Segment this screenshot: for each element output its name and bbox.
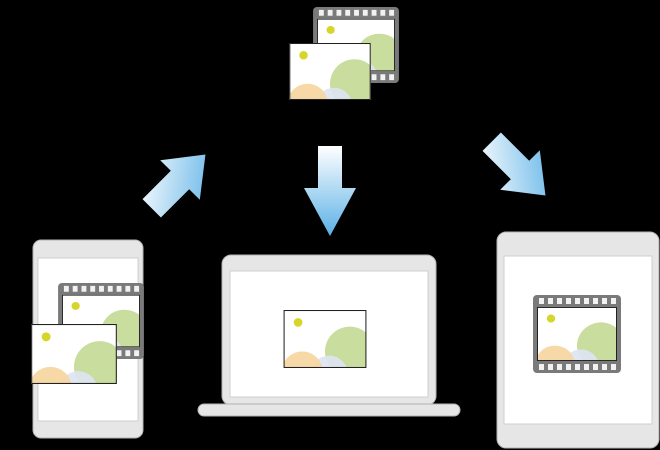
tablet-video-icon — [533, 295, 625, 384]
laptop-base — [197, 403, 461, 417]
download-arrow-tablet — [482, 132, 546, 196]
download-arrow-laptop — [304, 146, 356, 236]
tablet-screen — [503, 255, 653, 425]
cloud-media-icon — [287, 7, 403, 124]
upload-arrow — [142, 154, 206, 218]
